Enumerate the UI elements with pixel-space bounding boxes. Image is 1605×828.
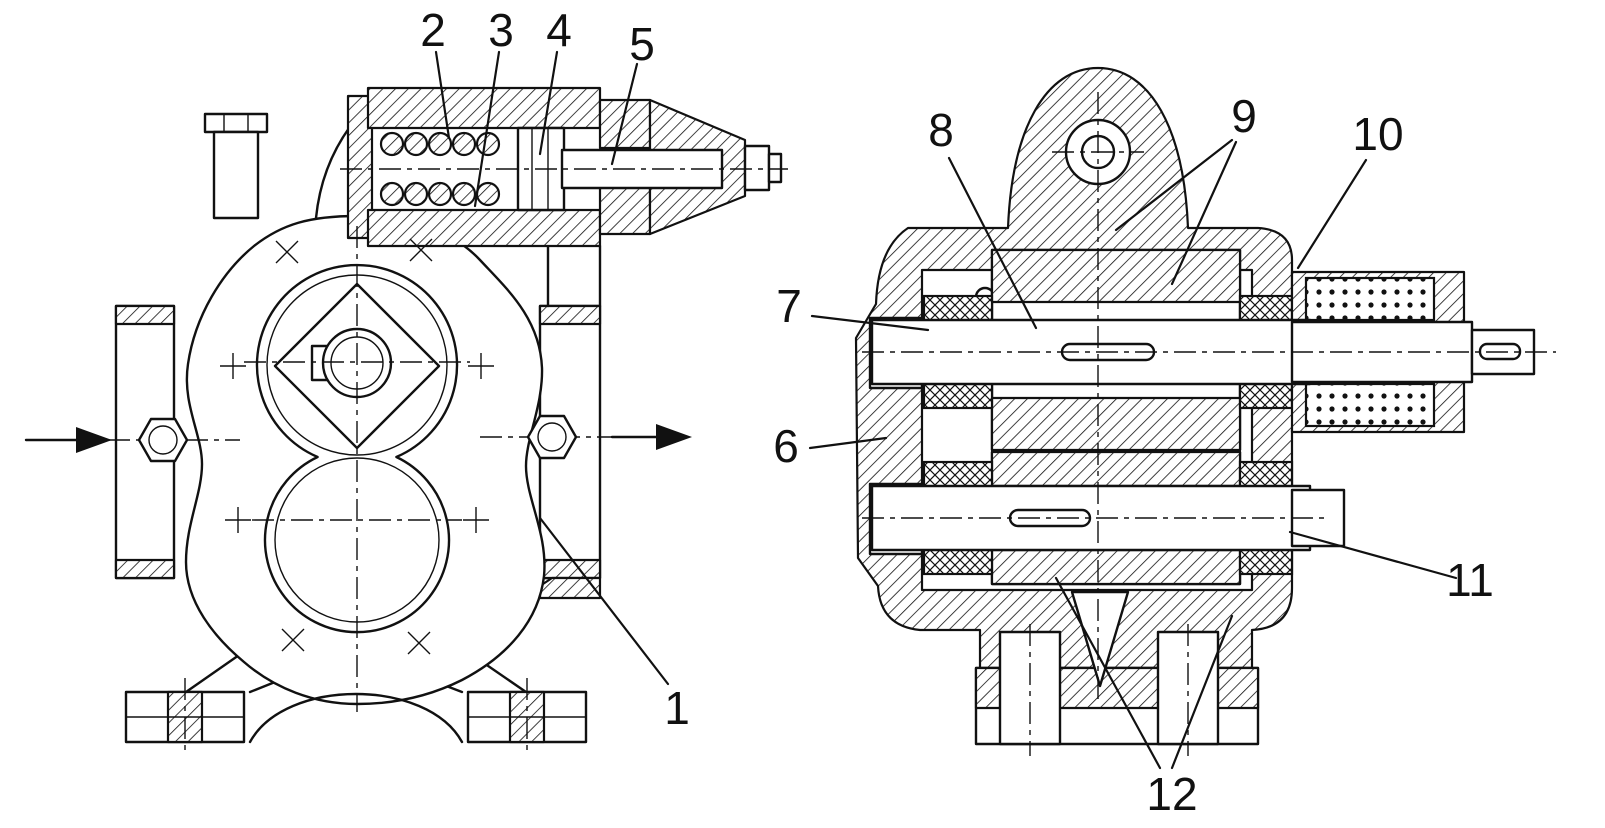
- flange-foot: [538, 576, 602, 600]
- leader-line-6: [808, 436, 888, 450]
- centerlines-side: [862, 92, 1556, 756]
- valve-neck: [314, 122, 354, 220]
- flange-edge: [114, 558, 176, 580]
- leader-line-10: [1296, 158, 1368, 270]
- callout-6: 6: [773, 420, 799, 472]
- screw-tip: [743, 144, 771, 192]
- adjusting-sleeve-bottom: [598, 184, 652, 236]
- plus-marker: [225, 507, 251, 533]
- leader-line-12a: [1054, 576, 1162, 770]
- relief-valve: [314, 86, 788, 248]
- flange-edge: [538, 558, 602, 580]
- x-marker: [409, 238, 433, 262]
- callout-2: 2: [420, 4, 446, 56]
- flow-arrow-in: [24, 427, 112, 453]
- base-arch: [248, 692, 464, 744]
- outlet-bracket-lines: [546, 242, 602, 308]
- leader-line-3: [473, 50, 501, 208]
- callouts: 2 3 4 5 1 8 9 10 7 6 11 12: [420, 4, 1494, 820]
- leader-line-7: [810, 314, 930, 332]
- right-view: [854, 66, 1556, 756]
- callout-7: 7: [776, 280, 802, 332]
- hex-bolt: [137, 417, 189, 463]
- driven-gear-rim-bottom: [990, 548, 1242, 586]
- drain-funnel: [1070, 590, 1130, 688]
- plus-marker: [220, 353, 246, 379]
- left-view: [24, 86, 788, 754]
- leader-line-9b: [1170, 140, 1238, 286]
- adjusting-sleeve-top: [598, 98, 652, 150]
- callout-12: 12: [1146, 768, 1197, 820]
- arrow-head: [656, 424, 692, 450]
- arrow-head: [76, 427, 112, 453]
- bolt-circle: [537, 422, 567, 452]
- callout-11: 11: [1446, 554, 1494, 606]
- callout-5: 5: [629, 18, 655, 70]
- packing-spring-top: [1304, 276, 1436, 322]
- x-marker: [407, 631, 431, 655]
- leader-line-11: [1288, 530, 1458, 580]
- drive-gear-rim-bottom: [990, 396, 1242, 452]
- callout-8: 8: [928, 104, 954, 156]
- gear-chamber: [255, 263, 459, 634]
- leader-line-12b: [1170, 614, 1234, 770]
- valve-end-cap: [346, 94, 374, 240]
- flow-arrow-out: [610, 424, 692, 450]
- leader-line-8: [947, 156, 1038, 330]
- leader-line-9a: [1114, 138, 1234, 232]
- plus-marker: [468, 353, 494, 379]
- callout-1: 1: [664, 682, 690, 734]
- mounting-feet: [124, 644, 588, 754]
- flange-edge: [114, 304, 176, 326]
- valve-spring: [379, 131, 501, 207]
- bolt-markers: [220, 238, 494, 655]
- driven-gear-rim-top: [990, 450, 1242, 488]
- callout-4: 4: [546, 4, 572, 56]
- leader-line-5: [610, 62, 639, 166]
- callout-3: 3: [488, 4, 514, 56]
- leader-line-4: [538, 50, 559, 156]
- flange-edge: [538, 304, 602, 326]
- plug-cap: [203, 112, 269, 134]
- callout-9: 9: [1231, 90, 1257, 142]
- outlet-bolt: [526, 414, 578, 460]
- bottom-ports: [974, 630, 1260, 746]
- bolt-circle: [148, 425, 178, 455]
- hex-bolt: [526, 414, 578, 460]
- callout-10: 10: [1352, 108, 1403, 160]
- x-marker: [275, 240, 299, 264]
- valve-housing-bottom-wall: [366, 208, 602, 248]
- inlet-bolt: [137, 417, 189, 463]
- leader-line-1: [538, 516, 670, 686]
- filler-plug: [203, 112, 269, 220]
- screw-tip-end: [767, 152, 783, 184]
- drive-gear-rim-top: [990, 248, 1242, 304]
- port-left: [998, 630, 1062, 746]
- plus-marker: [463, 507, 489, 533]
- x-marker: [281, 628, 305, 652]
- packing-spring-bottom: [1304, 382, 1436, 428]
- valve-housing-top-wall: [366, 86, 602, 130]
- leader-line-2: [434, 50, 451, 140]
- plug-body: [212, 130, 260, 220]
